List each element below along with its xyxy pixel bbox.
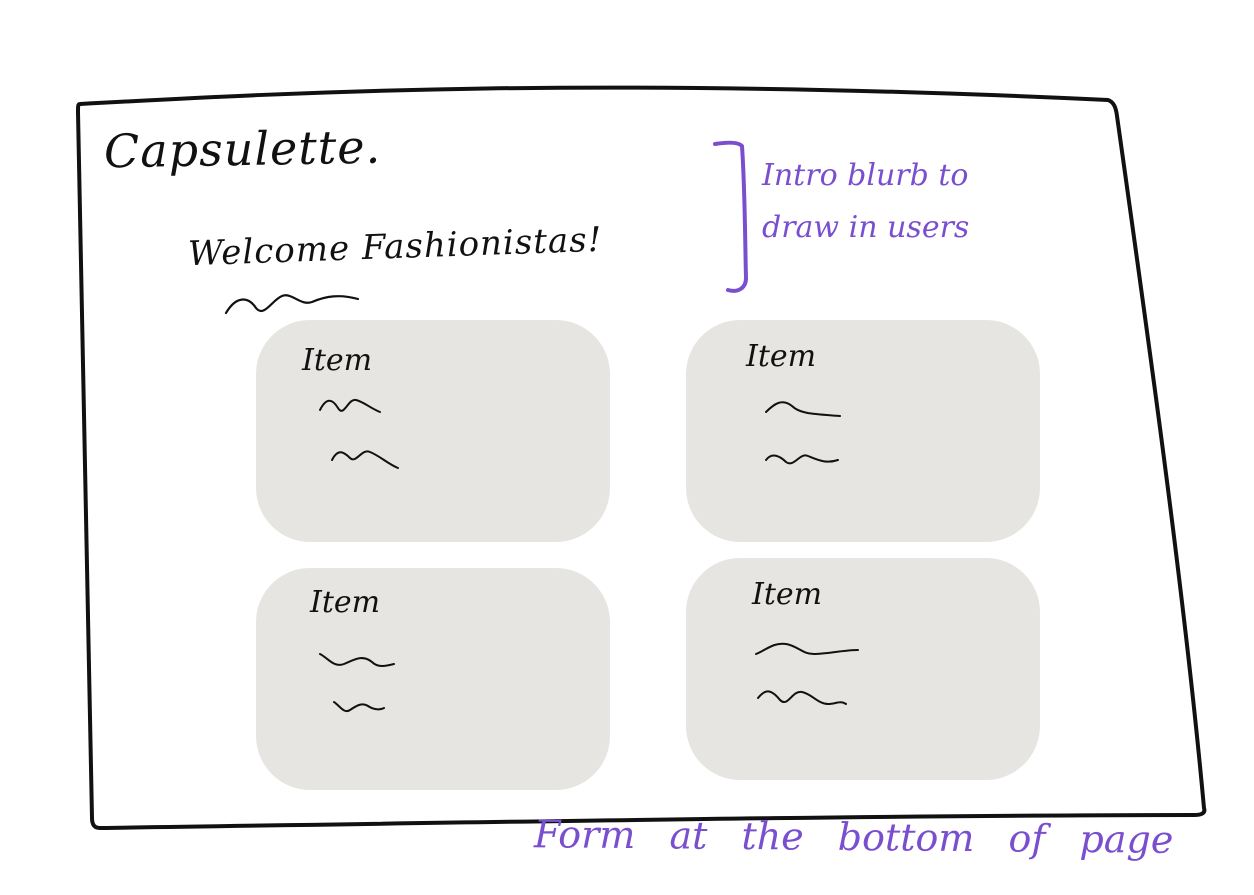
- item-card-title: Item: [310, 585, 381, 620]
- item-card-2[interactable]: Item: [686, 320, 1040, 542]
- item-card-title: Item: [746, 339, 817, 374]
- item-card-4[interactable]: Item: [686, 558, 1040, 780]
- placeholder-text-squiggle: [765, 401, 841, 465]
- brand-logo[interactable]: Capsulette.: [103, 119, 382, 179]
- frame-outline: [76, 85, 1207, 830]
- placeholder-text-squiggle: [319, 653, 395, 712]
- item-card-3[interactable]: Item: [256, 568, 610, 790]
- intro-bracket: [713, 140, 748, 293]
- item-card-1[interactable]: Item: [256, 320, 610, 542]
- placeholder-text-squiggle: [319, 398, 399, 469]
- item-card-title: Item: [302, 343, 373, 378]
- placeholder-text-squiggle: [755, 642, 859, 706]
- item-card-title: Item: [752, 577, 823, 612]
- annotation-form-note: Form at the bottom of page: [533, 812, 1174, 862]
- welcome-underline-squiggle: [224, 294, 360, 315]
- annotation-intro: Intro blurb to draw in users: [762, 158, 970, 245]
